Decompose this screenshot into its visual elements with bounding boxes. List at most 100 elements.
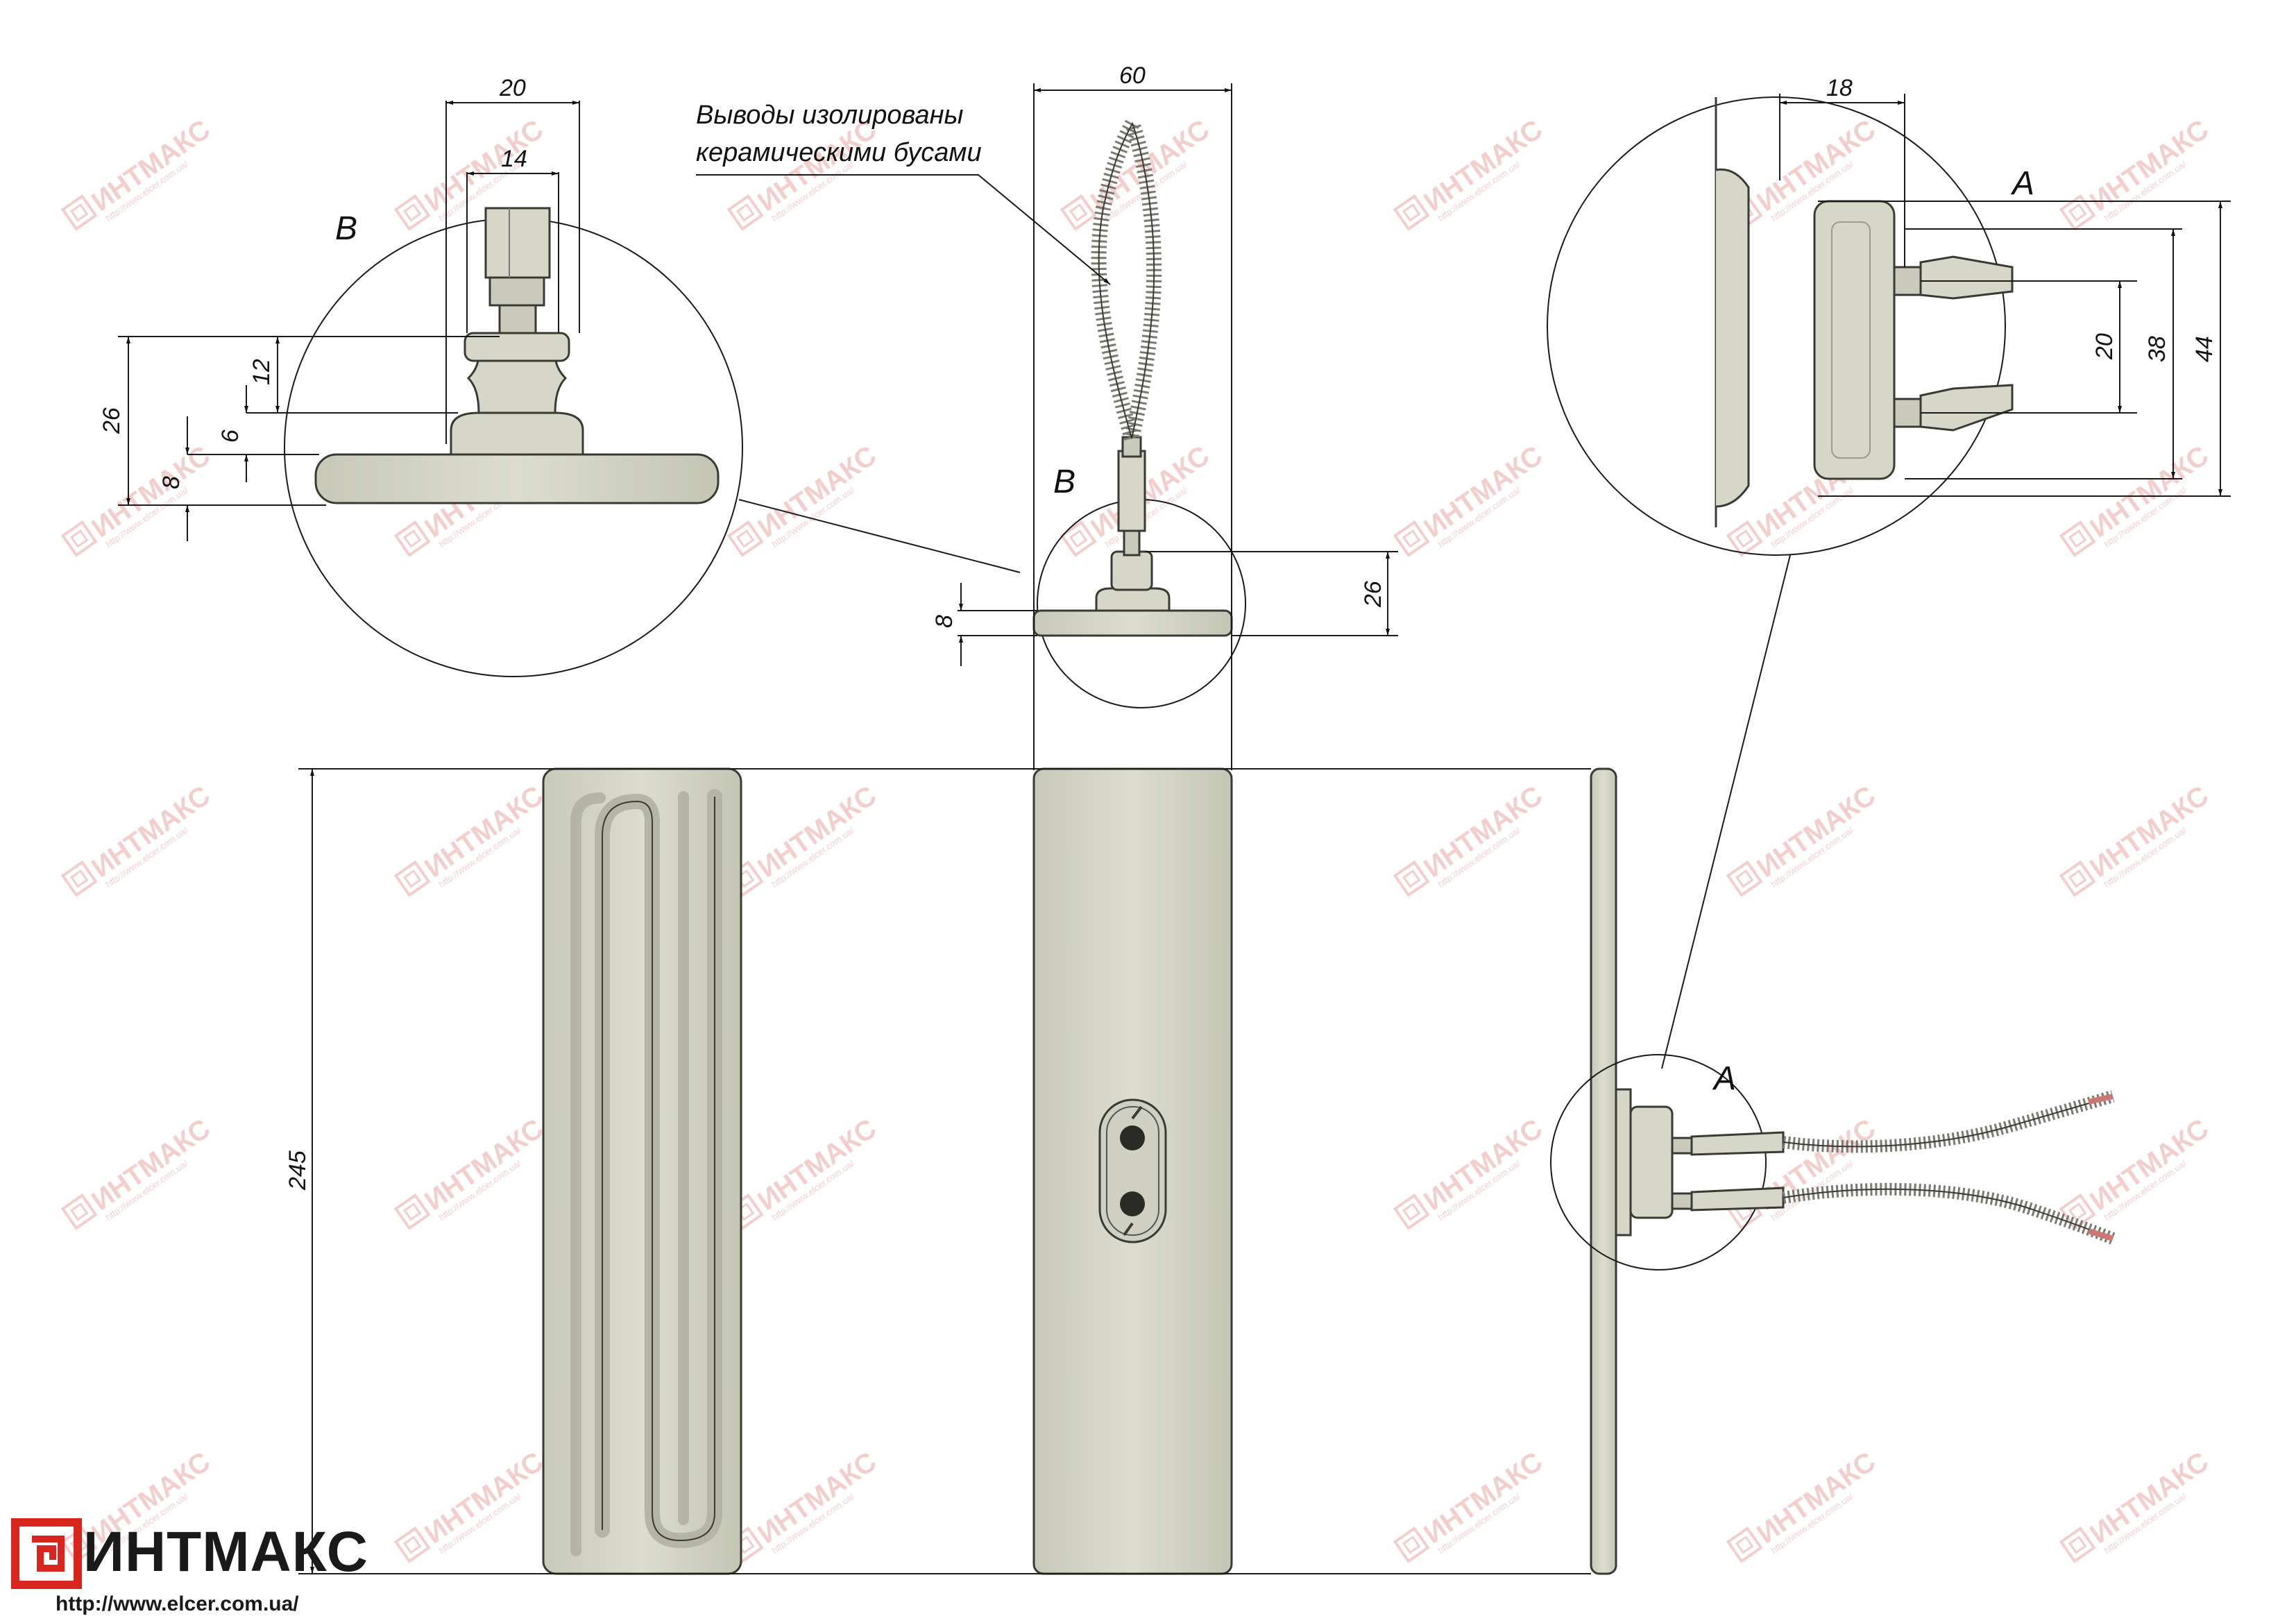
watermark-key-icon [1393,860,1430,897]
front-view-grooved-plate [542,767,742,1575]
watermark-key-inner [1402,869,1421,888]
watermark-text: ИНТМАКС [752,1446,882,1549]
watermark-key-inner [1069,203,1088,222]
watermark-key-icon [1060,194,1097,231]
watermark-key-icon [1726,860,1763,897]
watermark-key-inner [735,203,755,222]
watermark-key-icon [60,860,98,897]
watermark-text: ИНТМАКС [2084,1113,2214,1216]
dim-top-26: 26 [1360,581,1386,608]
detail-a-leader [1661,554,1791,1069]
dim-b-6: 6 [217,430,244,443]
dim-b-12: 12 [248,359,275,385]
length-dimension [298,768,1591,1574]
watermark-text: ИНТМАКС [419,114,549,217]
watermark-key-icon [60,520,98,557]
watermark-key-inner [402,869,422,888]
watermark-key-inner [1402,1203,1421,1221]
watermark-key-inner [1735,869,1754,888]
watermark-key-icon [60,1526,98,1563]
dim-b-8: 8 [158,476,185,489]
watermark-text: ИНТМАКС [752,440,882,543]
watermark-key-icon [726,520,764,557]
detail-b-leader [738,499,1021,573]
watermark-text: ИНТМАКС [1418,780,1548,883]
watermark-key-inner [1069,529,1088,548]
watermark-key-icon [2059,194,2096,231]
watermark-key-icon [393,194,431,231]
watermark-text: ИНТМАКС [752,1113,882,1216]
watermark-key-icon [2059,1526,2096,1563]
watermark-key-inner [402,1536,422,1554]
detail-a-label: A [2010,165,2034,202]
watermark-key-icon [726,194,764,231]
dim-a-38: 38 [2144,336,2170,362]
watermark-text: ИНТМАКС [1085,440,1215,543]
watermark-key-icon [1393,1193,1430,1230]
watermark-key-inner [1735,1536,1754,1554]
watermark-key-icon [1393,520,1430,557]
watermark-key-icon [1393,1526,1430,1563]
dim-top-60: 60 [1119,62,1146,89]
watermark-text: ИНТМАКС [86,440,216,543]
watermark-key-inner [402,203,422,222]
watermark-key-icon [60,1193,98,1230]
watermark-key-inner [69,203,89,222]
dim-b-20: 20 [499,75,526,101]
dim-a-44: 44 [2191,336,2218,362]
dim-top-8: 8 [931,615,958,628]
watermark-text: ИНТМАКС [86,780,216,883]
watermark-key-icon [2059,520,2096,557]
watermark-text: ИНТМАКС [86,114,216,217]
detail-b-view [284,207,743,677]
watermark-key-icon [393,860,431,897]
watermark-text: ИНТМАКС [2084,440,2214,543]
watermark-text: ИНТМАКС [1418,440,1548,543]
watermark-text: ИНТМАКС [1751,1446,1881,1549]
watermark-key-inner [2068,1203,2087,1221]
detail-b-label: B [335,210,357,247]
note-leader [696,174,1111,285]
watermark-key-inner [2068,1536,2087,1554]
watermark-text: ИНТМАКС [1418,114,1548,217]
watermark-key-inner [2068,529,2087,548]
watermark-key-inner [2068,869,2087,888]
dim-b-14: 14 [501,146,527,172]
watermark-text: ИНТМАКС [419,1446,549,1549]
watermark-text: ИНТМАКС [1418,1446,1548,1549]
watermark-text: ИНТМАКС [1751,780,1881,883]
watermark-key-inner [1735,529,1754,548]
watermark-key-inner [69,869,89,888]
dim-245: 245 [284,1150,311,1191]
top-view [1032,104,1246,708]
watermark-key-icon [393,520,431,557]
front-a-label: A [1712,1060,1736,1097]
watermark-text: ИНТМАКС [1418,1113,1548,1216]
watermark-key-icon [393,1193,431,1230]
note-line-2: керамическими бусами [696,138,982,167]
side-view-plate [1550,767,2116,1575]
watermark-key-icon [1726,520,1763,557]
watermark-text: ИНТМАКС [86,1113,216,1216]
